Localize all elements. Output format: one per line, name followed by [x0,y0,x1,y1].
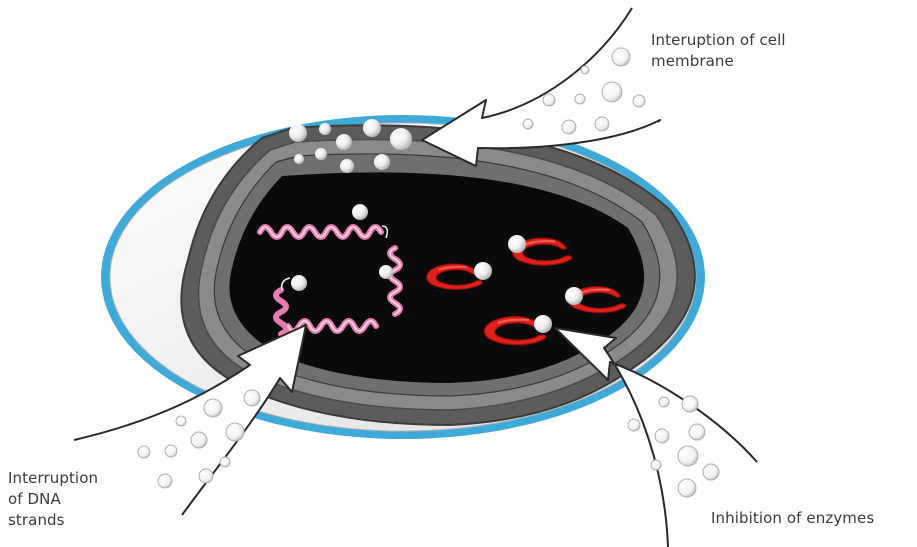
silver-particle-icon [628,419,640,431]
silver-particle-icon [319,123,331,135]
silver-particle-icon [176,416,186,426]
silver-particle-icon [595,117,609,131]
bacterial-cell [101,115,705,439]
silver-particle-icon [565,287,583,305]
silver-particle-icon [226,423,244,441]
silver-particle-icon [204,399,222,417]
silver-particle-icon [659,397,669,407]
silver-particle-icon [374,154,390,170]
silver-particle-icon [612,48,630,66]
silver-particle-icon [474,262,492,280]
silver-particle-icon [379,265,393,279]
silver-particle-icon [651,460,661,470]
silver-particle-icon [244,390,260,406]
silver-particle-icon [633,95,645,107]
label-enzyme-inhibition: Inhibition of enzymes [711,508,874,529]
silver-particle-icon [199,469,213,483]
silver-particle-icon [508,235,526,253]
silver-particle-icon [294,154,304,164]
arrow-icon [422,8,660,166]
silver-particle-icon [575,94,585,104]
silver-particle-icon [191,432,207,448]
silver-particle-icon [138,446,150,458]
silver-particle-icon [220,457,230,467]
silver-particle-icon [363,119,381,137]
silver-particle-icon [703,464,719,480]
silver-particle-icon [390,128,412,150]
silver-particle-icon [315,148,327,160]
silver-particle-icon [678,446,698,466]
silver-particle-icon [165,445,177,457]
silver-particle-icon [523,119,533,129]
silver-particle-icon [655,429,669,443]
label-dna-interruption: Interruption of DNA strands [8,468,98,531]
silver-particle-icon [352,204,368,220]
silver-particle-icon [581,66,589,74]
silver-particle-icon [291,275,307,291]
silver-particle-icon [289,124,307,142]
silver-particle-icon [689,424,705,440]
silver-particle-icon [678,479,696,497]
silver-particle-icon [602,82,622,102]
silver-particle-icon [340,159,354,173]
silver-particle-icon [158,474,172,488]
silver-particle-icon [562,120,576,134]
label-membrane-interruption: Interuption of cell membrane [651,30,786,72]
silver-particle-icon [336,134,352,150]
silver-particle-icon [534,315,552,333]
silver-particle-icon [682,396,698,412]
silver-particle-icon [543,94,555,106]
